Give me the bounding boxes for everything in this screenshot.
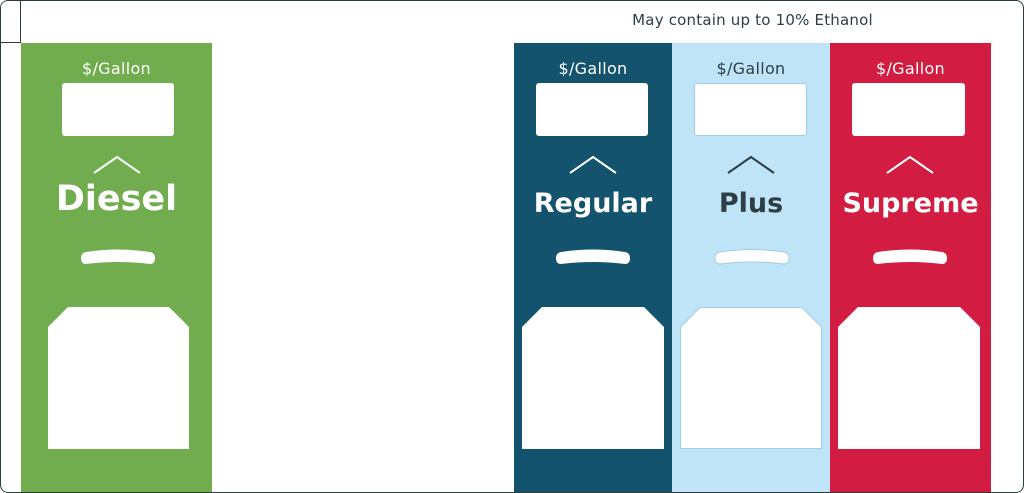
ethanol-notice: May contain up to 10% Ethanol: [632, 11, 873, 29]
nozzle-holder-area: [522, 307, 664, 449]
price-display: [536, 83, 648, 136]
grade-column-supreme: $/Gallon Supreme: [830, 43, 991, 492]
price-per-gallon-label: $/Gallon: [876, 59, 945, 78]
nozzle-holder-area: [838, 307, 980, 449]
price-display: [62, 83, 174, 136]
chevron-up-icon: [93, 155, 141, 174]
panel-notch: [1, 1, 21, 43]
button-slot[interactable]: [714, 247, 790, 269]
grade-name: Regular: [533, 188, 653, 219]
nozzle-holder-area: [48, 307, 189, 449]
chevron-up-icon: [727, 155, 775, 174]
button-slot[interactable]: [872, 247, 948, 269]
price-display: [694, 83, 807, 136]
price-per-gallon-label: $/Gallon: [716, 59, 786, 78]
grade-name: Plus: [718, 188, 784, 219]
price-display: [852, 83, 965, 136]
price-per-gallon-label: $/Gallon: [558, 59, 628, 78]
grade-name: Supreme: [842, 188, 979, 219]
nozzle-holder-area: [680, 307, 822, 449]
button-slot[interactable]: [80, 247, 156, 269]
chevron-up-icon: [569, 155, 617, 174]
grade-column-plus: $/Gallon Plus: [672, 43, 830, 492]
grade-column-diesel: $/Gallon Diesel: [21, 43, 212, 492]
grade-name: Diesel: [55, 179, 178, 219]
grade-column-regular: $/Gallon Regular: [514, 43, 672, 492]
button-slot[interactable]: [555, 247, 631, 269]
chevron-up-icon: [886, 155, 934, 174]
price-per-gallon-label: $/Gallon: [82, 59, 151, 78]
